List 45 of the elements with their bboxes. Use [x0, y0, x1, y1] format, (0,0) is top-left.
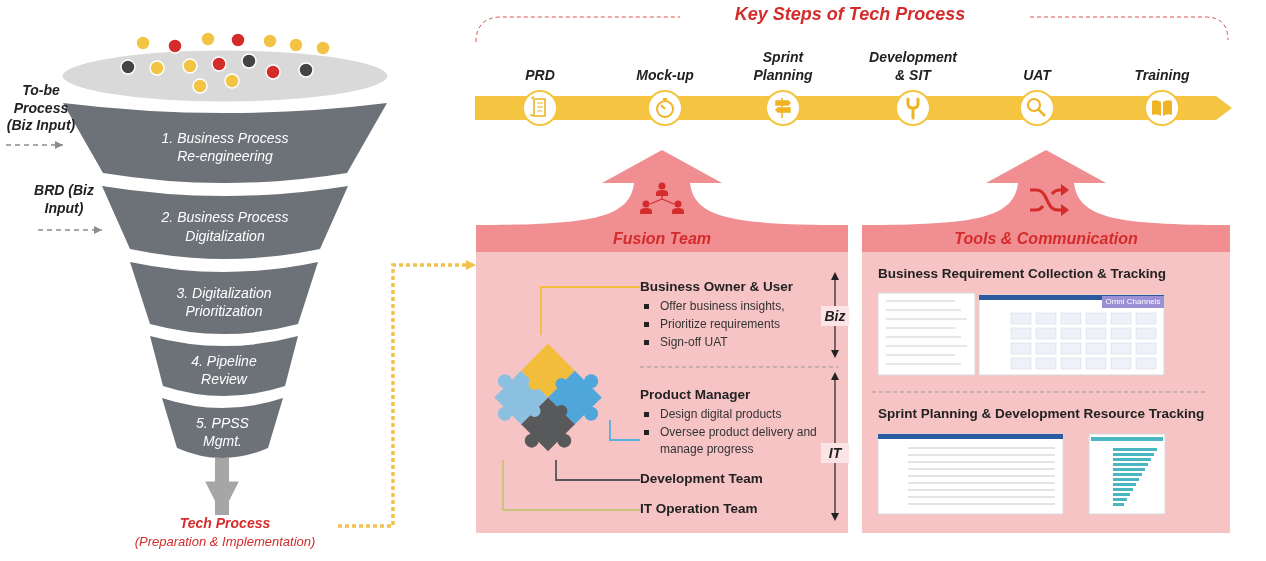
leader-line: [502, 459, 641, 511]
bullet-text: Oversee product delivery and manage progress: [640, 424, 820, 458]
input-label: BRD (Biz Input): [33, 182, 95, 217]
axis-label: Biz: [821, 306, 849, 326]
funnel-stage: [130, 262, 318, 334]
role-heading: Development Team: [640, 470, 764, 488]
leader-line: [555, 459, 641, 481]
output-label: Tech Process: [178, 515, 272, 531]
funnel-stage: [150, 336, 298, 396]
dashed-arrow: [5, 141, 64, 149]
step-label: Sprint Planning: [752, 49, 814, 84]
leader-line: [540, 286, 641, 336]
axis-label: IT: [821, 443, 849, 463]
bullet-text: Prioritize requirements: [640, 316, 815, 333]
stage-label: 3. Digitalization Prioritization: [175, 283, 273, 321]
section-heading: Business Requirement Collection & Tracking: [878, 266, 1168, 281]
bullet-text: Offer business insights,: [640, 298, 815, 315]
step-label: UAT: [1023, 66, 1051, 84]
input-label: To-be Process (Biz Input): [5, 82, 77, 135]
stage-label: 1. Business Process Re-engineering: [160, 128, 290, 166]
dashed-arrow: [37, 226, 103, 234]
stage-label: 5. PPSS Mgmt.: [195, 413, 250, 451]
section-title: Key Steps of Tech Process: [733, 4, 967, 25]
bullet-text: Sign-off UAT: [640, 334, 815, 351]
leader-line: [609, 419, 641, 441]
arrow: [205, 458, 239, 515]
dashed-arrow: [338, 259, 476, 528]
section-heading: Sprint Planning & Development Resource Tracking: [878, 406, 1206, 421]
panel-heading: Fusion Team: [612, 230, 712, 248]
step-label: Mock-up: [636, 66, 694, 84]
step-label: Training: [1134, 66, 1190, 84]
stage-label: 4. Pipeline Review: [190, 351, 258, 389]
bullet-text: Design digital products: [640, 406, 820, 423]
role-heading: Product Manager: [640, 386, 752, 404]
panel-heading: Tools & Communication: [954, 230, 1138, 248]
tag-label: Omni Channels: [1102, 296, 1164, 308]
stage-label: 2. Business Process Digitalization: [160, 208, 290, 245]
team-panel: [476, 150, 848, 533]
funnel-stage: [162, 398, 283, 458]
step-label: PRD: [525, 66, 555, 84]
step-label: Development & SIT: [868, 49, 959, 84]
role-heading: IT Operation Team: [640, 500, 759, 518]
funnel-stage: [102, 186, 348, 259]
output-subtitle: (Preparation & Implementation): [133, 534, 317, 549]
role-heading: Business Owner & User: [640, 278, 795, 296]
